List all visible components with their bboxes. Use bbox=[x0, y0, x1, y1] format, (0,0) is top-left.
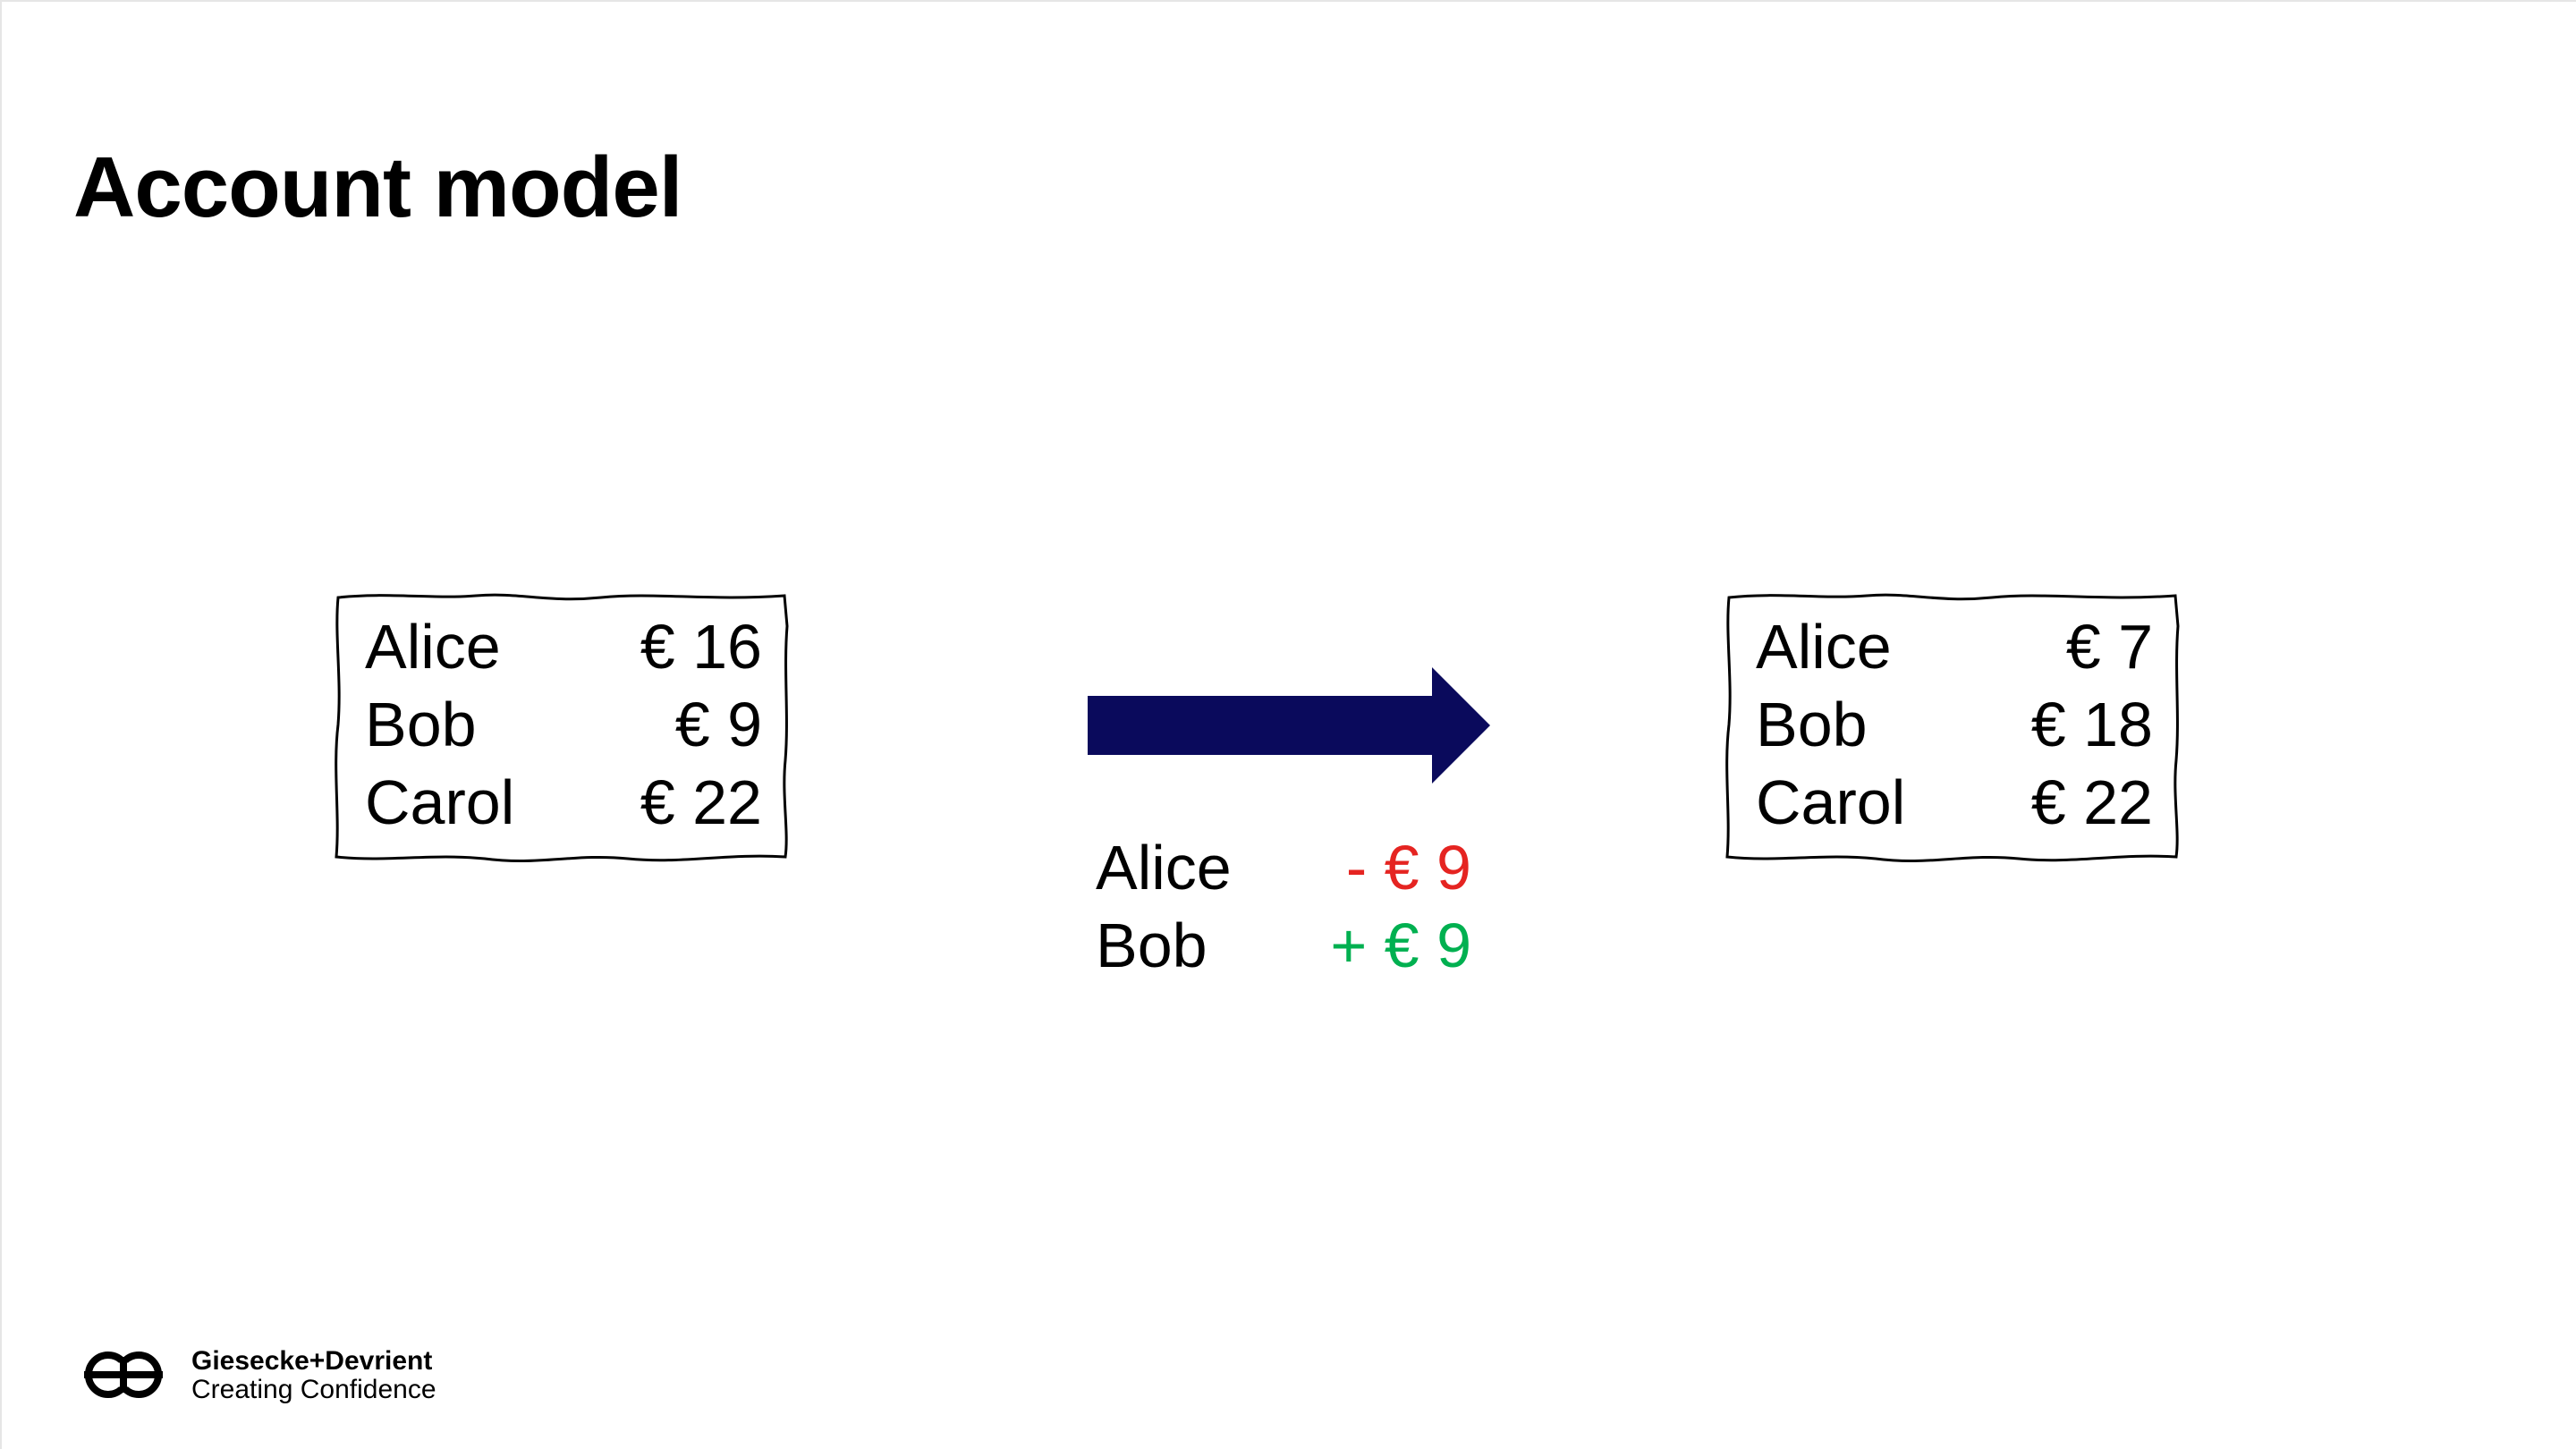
transaction-delta: + € 9 bbox=[1330, 911, 1471, 980]
account-name: Bob bbox=[365, 690, 477, 759]
ledger-after-row: Carol € 22 bbox=[1724, 764, 2182, 842]
account-name: Carol bbox=[365, 767, 515, 837]
transaction-account: Bob bbox=[1096, 911, 1208, 980]
account-name: Alice bbox=[1756, 612, 1892, 682]
ledger-after-row: Bob € 18 bbox=[1724, 686, 2182, 764]
ledger-after-border bbox=[1725, 593, 2180, 863]
ledger-after-row: Alice € 7 bbox=[1724, 608, 2182, 686]
ledger-after bbox=[1724, 590, 2182, 863]
transaction-row: Alice - € 9 bbox=[1096, 829, 1471, 907]
account-name: Bob bbox=[1756, 690, 1868, 759]
ledger-before-row: Alice € 16 bbox=[333, 608, 791, 686]
ledger-before-row: Bob € 9 bbox=[333, 686, 791, 764]
account-name: Alice bbox=[365, 612, 501, 682]
slide-title: Account model bbox=[73, 140, 682, 235]
account-name: Carol bbox=[1756, 767, 1906, 837]
account-balance: € 18 bbox=[2030, 690, 2153, 759]
transaction-row: Bob + € 9 bbox=[1096, 907, 1471, 985]
transaction-account: Alice bbox=[1096, 833, 1232, 902]
account-balance: € 9 bbox=[674, 690, 762, 759]
company-logo: Giesecke+Devrient Creating Confidence bbox=[72, 1346, 447, 1409]
ledger-before-row: Carol € 22 bbox=[333, 764, 791, 842]
transaction-delta: - € 9 bbox=[1345, 833, 1471, 902]
account-balance: € 22 bbox=[640, 767, 762, 837]
company-tagline: Creating Confidence bbox=[191, 1375, 436, 1404]
company-name: Giesecke+Devrient bbox=[191, 1346, 433, 1376]
account-balance: € 7 bbox=[2065, 612, 2153, 682]
slide-border-top bbox=[0, 0, 2576, 2]
g-and-d-logo-icon bbox=[84, 1352, 163, 1398]
ledger-before-border bbox=[335, 593, 789, 863]
account-balance: € 16 bbox=[640, 612, 762, 682]
account-balance: € 22 bbox=[2030, 767, 2153, 837]
transition-arrow-icon bbox=[1088, 667, 1490, 784]
ledger-before bbox=[333, 590, 791, 863]
slide-border-left bbox=[0, 0, 2, 1449]
